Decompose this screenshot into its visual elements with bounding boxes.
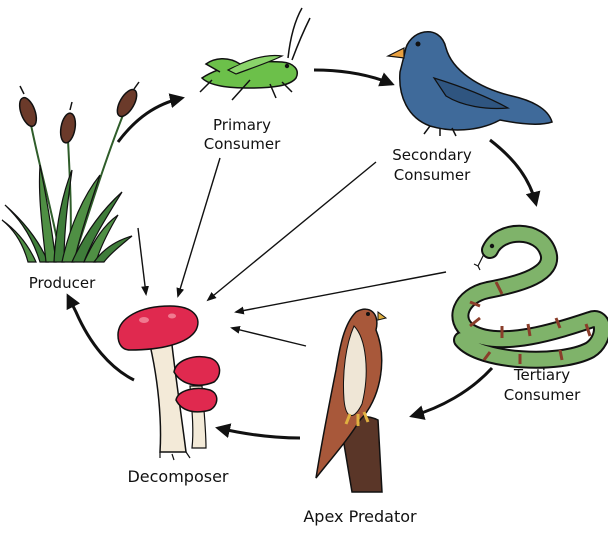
cattail-plant-icon xyxy=(1,81,140,263)
label-tertiary-line2: Consumer xyxy=(504,386,581,404)
decomposition-arrows xyxy=(137,157,447,347)
hawk-icon xyxy=(315,308,388,493)
label-tertiary-line1: Tertiary xyxy=(513,366,570,384)
label-decomposer: Decomposer xyxy=(127,467,228,486)
arrow-producer-to-decomposer xyxy=(137,227,149,296)
arrow-apex-to-decomposer-thin xyxy=(230,326,307,347)
snake-icon xyxy=(451,224,608,369)
arrow-secondary-to-decomposer xyxy=(206,161,377,302)
label-producer: Producer xyxy=(29,274,96,292)
label-apex: Apex Predator xyxy=(303,507,417,526)
arrow-primary-to-decomposer xyxy=(176,157,221,298)
arrow-tertiary-to-decomposer xyxy=(234,271,447,315)
arrow-producer-to-primary xyxy=(116,93,185,143)
label-primary-line1: Primary xyxy=(213,116,271,134)
grasshopper-icon xyxy=(199,7,311,101)
label-primary-line2: Consumer xyxy=(204,135,281,153)
bird-icon xyxy=(385,31,553,137)
cycle-arrows xyxy=(66,68,541,440)
arrow-secondary-to-tertiary xyxy=(489,138,541,207)
arrow-tertiary-to-apex xyxy=(409,366,494,420)
label-secondary-line1: Secondary xyxy=(392,146,472,164)
arrow-decomposer-to-producer xyxy=(66,293,135,382)
label-secondary-line2: Consumer xyxy=(394,166,471,184)
arrow-primary-to-secondary xyxy=(313,68,395,87)
mushroom-icon xyxy=(117,305,221,461)
arrow-apex-to-decomposer xyxy=(215,423,301,440)
